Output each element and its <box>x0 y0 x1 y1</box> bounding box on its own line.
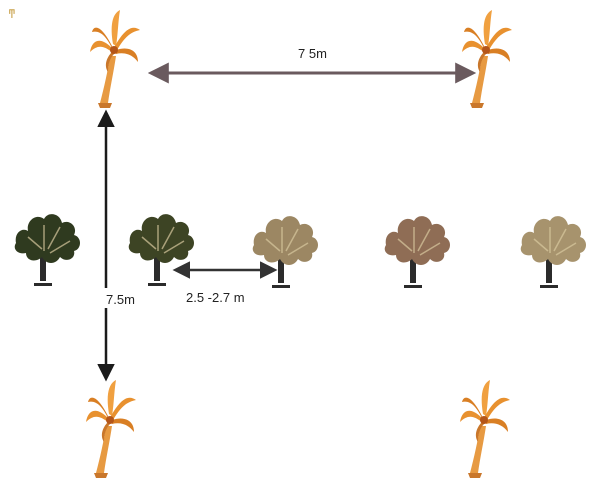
palm-tree-icon <box>90 10 140 108</box>
shrub-icon <box>15 214 80 286</box>
palm-tree-icon <box>460 380 510 478</box>
corner-mark: ͳ <box>8 7 16 21</box>
shrub-icon <box>253 216 318 288</box>
shrub-icon <box>129 214 194 286</box>
palm-horizontal-label: 7 5m <box>298 46 327 61</box>
plant-row-label: 2.5 -2.7 m <box>186 290 245 305</box>
shrub-icon <box>521 216 586 288</box>
palm-vertical-label: 7.5m <box>106 292 135 307</box>
palm-tree-icon <box>86 380 136 478</box>
shrub-icon <box>385 216 450 288</box>
palm-tree-icon <box>462 10 512 108</box>
